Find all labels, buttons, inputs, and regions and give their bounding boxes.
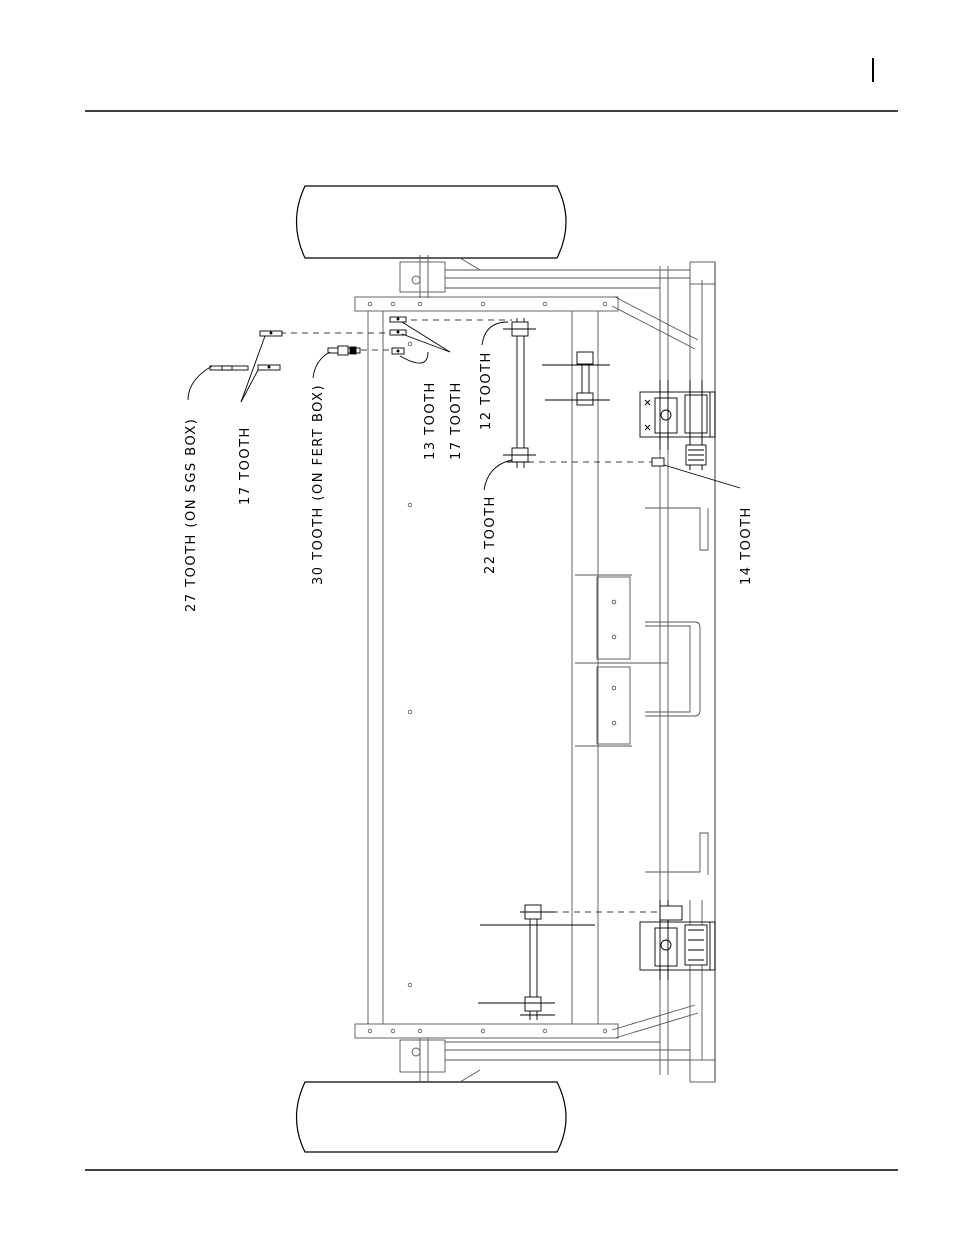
label-17-tooth: 17 TOOTH: [449, 381, 464, 460]
sprocket-symbols: [209, 316, 665, 467]
wheel-mount-bottom: [399, 1038, 690, 1083]
wheel-mount-top: [399, 255, 690, 298]
label-27-tooth-sgs-box: 27 TOOTH (ON SGS BOX): [184, 418, 199, 612]
chain-lines: [280, 319, 660, 913]
label-14-tooth: 14 TOOTH: [739, 506, 754, 585]
tire-top: [296, 185, 567, 259]
tire-bottom: [296, 1081, 567, 1153]
gearbox-top: [639, 380, 716, 470]
label-17-tooth-sgs: 17 TOOTH: [238, 426, 253, 505]
page-header: [85, 58, 898, 112]
label-22-tooth: 22 TOOTH: [483, 495, 498, 574]
label-30-tooth-fert-box: 30 TOOTH (ON FERT BOX): [311, 384, 326, 585]
frame-holes: [367, 301, 608, 1034]
gearbox-bottom: [639, 900, 716, 980]
upper-jackshaft: [503, 318, 536, 468]
frame-handles: [645, 507, 709, 875]
label-13-tooth: 13 TOOTH: [423, 381, 438, 460]
label-12-tooth: 12 TOOTH: [479, 351, 494, 430]
mid-jackshaft: [542, 351, 610, 406]
center-plates: [575, 574, 668, 747]
lower-jackshaft: [478, 904, 595, 1020]
leader-lines: [187, 321, 741, 491]
